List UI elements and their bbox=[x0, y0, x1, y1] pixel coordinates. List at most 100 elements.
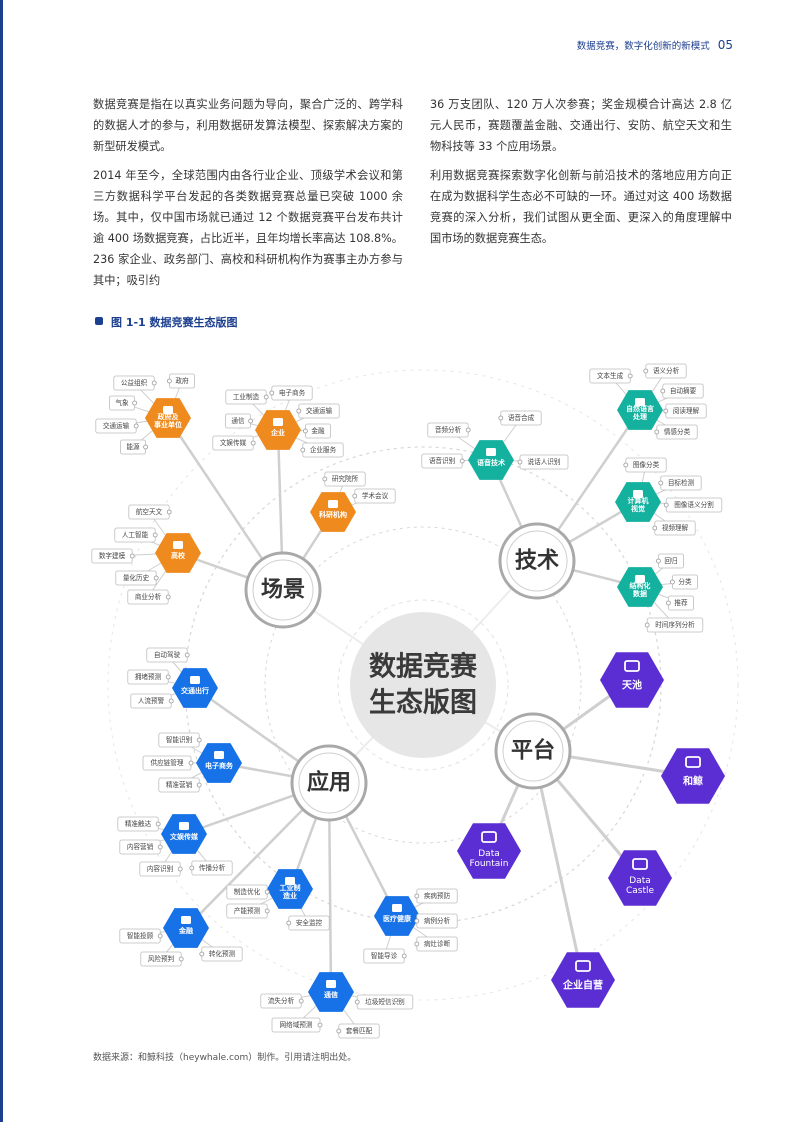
tag-dot bbox=[165, 594, 171, 600]
tag-label: 产能预测 bbox=[234, 906, 261, 915]
tag-dot bbox=[196, 737, 202, 743]
tag-dot bbox=[143, 444, 149, 450]
tag-dot bbox=[166, 378, 172, 384]
body-text-right-column: 36 万支团队、120 万人次参赛；奖金规模合计高达 2.8 亿元人民币，赛题覆… bbox=[430, 94, 732, 257]
tag-dot bbox=[196, 782, 202, 788]
platform-name: Fountain bbox=[469, 859, 508, 869]
body-text-left-column: 数据竞赛是指在以真实业务问题为导向，聚合广泛的、跨学科的数据人才的参与，利用数据… bbox=[93, 94, 403, 299]
tag-label: 套餐匹配 bbox=[346, 1026, 373, 1035]
connector-line bbox=[531, 749, 585, 982]
tag-dot bbox=[248, 418, 254, 424]
tag-label: 病例分析 bbox=[424, 916, 451, 925]
hexagon-telecom bbox=[308, 972, 354, 1012]
tag-label: 转化预测 bbox=[209, 949, 236, 958]
tag-dot bbox=[656, 558, 661, 564]
gov-icon bbox=[163, 406, 173, 414]
tag-dot bbox=[165, 674, 171, 680]
tag-dot bbox=[298, 998, 304, 1004]
tag-dot bbox=[129, 553, 135, 559]
platform-name: Data bbox=[629, 876, 651, 886]
tag-dot bbox=[414, 893, 420, 899]
leaf-tags: 公益组织政府气象交通运输能源工业制造电子商务交通运输通信金融文娱传媒企业服务研究… bbox=[91, 363, 723, 1039]
tag-label: 气象 bbox=[115, 398, 129, 407]
tag-label: 交通运输 bbox=[103, 421, 130, 430]
hexagon-label-gov: 政府及 bbox=[158, 412, 180, 421]
tag-label: 阅读理解 bbox=[673, 406, 700, 415]
tag-dot bbox=[336, 1028, 342, 1034]
tag-label: 时间序列分析 bbox=[655, 620, 695, 629]
tag-label: 人流预警 bbox=[138, 696, 165, 705]
tag-label: 公益组织 bbox=[121, 378, 148, 387]
hexagon-label-university: 高校 bbox=[171, 551, 186, 560]
running-header-title: 数据竞赛，数字化创新的新模式 bbox=[576, 41, 710, 52]
tag-label: 说话人识别 bbox=[528, 457, 561, 466]
pillar-inner-platform bbox=[502, 720, 564, 782]
pillar-label-application: 应用 bbox=[307, 770, 351, 796]
tag-label: 病灶诊断 bbox=[424, 939, 451, 948]
speech-icon bbox=[486, 448, 496, 456]
hexagon-finance bbox=[163, 908, 209, 948]
tag-label: 人工智能 bbox=[122, 530, 149, 539]
platform-name: 和鲸 bbox=[682, 775, 703, 788]
platform-name: Castle bbox=[626, 886, 655, 896]
tag-dot bbox=[354, 999, 360, 1005]
paragraph: 数据竞赛是指在以真实业务问题为导向，聚合广泛的、跨学科的数据人才的参与，利用数据… bbox=[93, 98, 403, 153]
tag-dot bbox=[157, 844, 163, 850]
pillar-label-scene: 场景 bbox=[261, 578, 305, 603]
tag-label: 分类 bbox=[678, 577, 692, 586]
platform-hexagon bbox=[661, 748, 725, 804]
ring bbox=[107, 369, 739, 1001]
tag-dot bbox=[302, 428, 308, 434]
tag-dot bbox=[177, 866, 183, 872]
tag-label: 通信 bbox=[231, 416, 245, 425]
hexagon-university bbox=[155, 533, 201, 573]
tag-label: 精准触达 bbox=[125, 819, 152, 828]
tag-label: 精准营销 bbox=[166, 780, 193, 789]
tag-label: 企业服务 bbox=[310, 445, 337, 454]
pillar-inner-application bbox=[298, 752, 360, 814]
hexagon-label-medical: 医疗健康 bbox=[383, 914, 412, 923]
nlp-icon bbox=[635, 398, 645, 406]
tag-label: 学术会议 bbox=[362, 491, 389, 500]
tag-dot bbox=[178, 956, 184, 962]
tag-dot bbox=[644, 622, 650, 628]
tag-label: 流失分析 bbox=[268, 996, 295, 1005]
platform-icon bbox=[481, 831, 497, 843]
platform-hexagon bbox=[551, 952, 615, 1008]
platform-hexagon bbox=[608, 850, 672, 906]
industry-icon bbox=[285, 877, 295, 885]
platform-hexagon bbox=[457, 823, 521, 879]
tag-label: 政府 bbox=[175, 376, 189, 385]
tag-dot bbox=[666, 600, 671, 606]
hexagon-speech bbox=[468, 440, 514, 480]
pillar-inner-scene bbox=[252, 559, 314, 621]
center-title-line2: 生态版图 bbox=[369, 688, 477, 719]
university-icon bbox=[173, 541, 183, 549]
tag-dot bbox=[322, 476, 328, 482]
ring bbox=[264, 526, 582, 844]
tag-dot bbox=[459, 458, 465, 464]
enterprise-icon bbox=[273, 418, 283, 426]
figure-title: 图 1-1 数据竞赛生态版图 bbox=[95, 314, 238, 330]
structured-icon bbox=[635, 575, 645, 583]
tag-dot bbox=[263, 394, 269, 400]
tag-dot bbox=[317, 1022, 323, 1028]
tag-dot bbox=[660, 388, 666, 394]
tag-dot bbox=[184, 652, 190, 658]
tag-label: 研究院所 bbox=[332, 474, 359, 483]
tag-label: 文娱传媒 bbox=[220, 438, 247, 447]
tag-label: 传播分析 bbox=[199, 863, 226, 872]
tag-dot bbox=[264, 908, 270, 914]
tag-dot bbox=[296, 408, 302, 414]
tag-label: 语义分析 bbox=[653, 366, 680, 375]
center-circle: 数据竞赛生态版图 bbox=[350, 612, 496, 758]
tag-label: 工业制造 bbox=[233, 392, 260, 401]
tag-dot bbox=[658, 480, 664, 486]
hexagon-traffic bbox=[172, 668, 218, 708]
platform-name: 天池 bbox=[622, 679, 642, 692]
hexagon-label-structured: 结构化 bbox=[629, 581, 651, 590]
tag-label: 数字建模 bbox=[99, 551, 126, 560]
tag-dot bbox=[168, 698, 174, 704]
hexagon-label-research: 科研机构 bbox=[319, 510, 347, 519]
